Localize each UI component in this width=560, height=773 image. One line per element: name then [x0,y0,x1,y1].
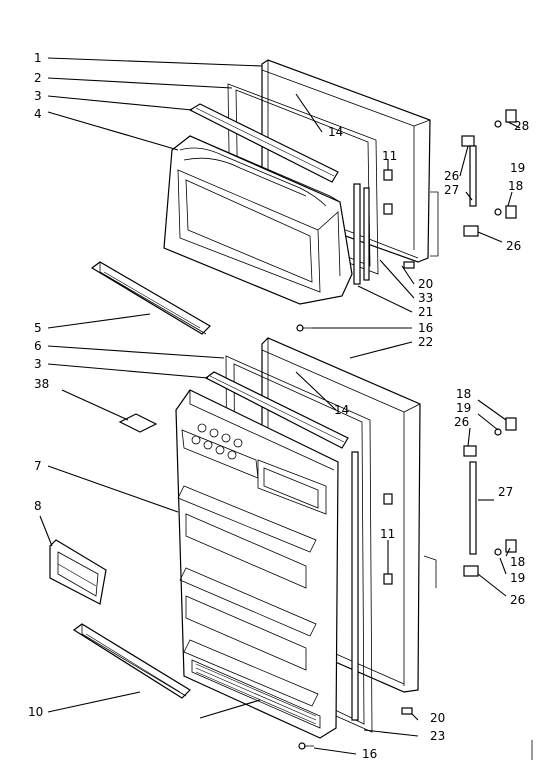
callout-20: 20 [418,277,433,291]
callout-28: 28 [514,119,529,133]
callout-26: 26 [444,169,459,183]
callout-26: 26 [454,415,469,429]
callout-16: 16 [362,747,377,761]
fresh-food-inner-liner [175,389,339,739]
callout-18: 18 [510,555,525,569]
callout-14: 14 [328,125,343,139]
fresh-food-breaker-strip [351,451,359,721]
callout-23: 23 [430,729,445,743]
callout-19: 19 [510,161,525,175]
freezer-breaker-strips [353,183,370,285]
callout-21: 21 [418,305,433,319]
callout-3: 3 [34,357,42,371]
callout-18: 18 [508,179,523,193]
callout-8: 8 [34,499,42,513]
fresh-food-door-stop [401,707,413,715]
fresh-food-trim-strip [204,371,349,449]
callout-7: 7 [34,459,42,473]
callout-11: 11 [380,527,395,541]
fresh-food-handle-strip [72,623,191,699]
callout-10: 10 [28,705,43,719]
callout-33: 33 [418,291,433,305]
callout-22: 22 [418,335,433,349]
callout-11: 11 [382,149,397,163]
callout-16: 16 [418,321,433,335]
callout-1: 1 [34,51,42,65]
callout-38: 38 [34,377,49,391]
bracket-part [49,539,107,605]
callout-5: 5 [34,321,42,335]
callout-19: 19 [510,571,525,585]
door-label [118,413,158,433]
callout-18: 18 [456,387,471,401]
freezer-trim-strip [188,103,339,183]
callout-14: 14 [334,403,349,417]
callout-20: 20 [430,711,445,725]
callout-4: 4 [34,107,42,121]
callout-26: 26 [506,239,521,253]
callout-27: 27 [444,183,459,197]
callout-numbers: 1 2 3 4 5 6 3 38 7 8 10 14 11 20 33 21 1… [28,51,529,761]
freezer-door-stop [403,261,415,269]
screw-icon [296,324,312,332]
freezer-handle-strip [90,261,211,335]
callout-19: 19 [456,401,471,415]
screw-icon [298,742,314,750]
freezer-inner-liner [163,135,353,305]
callout-3: 3 [34,89,42,103]
leader-lines [39,57,521,755]
callout-26: 26 [510,593,525,607]
callout-2: 2 [34,71,42,85]
callout-27: 27 [498,485,513,499]
callout-6: 6 [34,339,42,353]
upper-hinge-parts [430,109,517,257]
lower-hinge-parts [423,417,517,588]
